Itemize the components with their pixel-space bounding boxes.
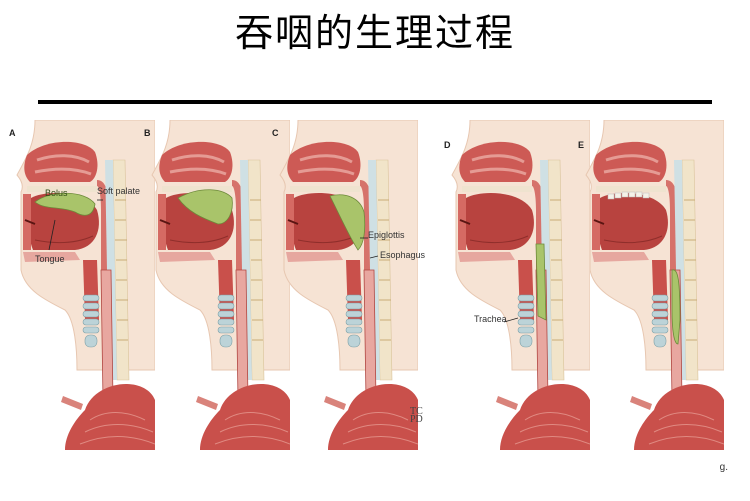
publisher-logo: TC PD: [410, 406, 423, 425]
label-tongue: Tongue: [35, 254, 65, 264]
label-bolus: Bolus: [45, 188, 68, 198]
swallowing-illustration-a: [15, 120, 155, 450]
panel-letter: E: [578, 140, 585, 150]
swallowing-illustration-d: [450, 120, 590, 450]
swallowing-illustration-c: [278, 120, 418, 450]
panel-d: D Trachea: [440, 120, 590, 450]
logo-line-1: TC: [410, 406, 423, 417]
swallowing-illustration-e: [584, 120, 724, 450]
bolus-shape: [671, 269, 681, 345]
bolus-shape: [177, 189, 233, 225]
panel-letter: B: [144, 128, 151, 138]
slide-title: 吞咽的生理过程: [234, 11, 515, 55]
title-divider: [38, 100, 712, 104]
label-epiglottis: Epiglottis: [368, 230, 405, 240]
bolus-shape: [34, 192, 96, 216]
panel-letter: C: [272, 128, 279, 138]
page-marker: g.: [719, 462, 728, 473]
label-soft-palate: Soft palate: [97, 186, 141, 196]
bolus-shape: [329, 194, 366, 251]
panel-e: E: [574, 120, 724, 450]
swallowing-illustration-b: [150, 120, 290, 450]
label-trachea: Trachea: [474, 314, 507, 324]
logo-line-2: PD: [410, 414, 423, 425]
bolus-shape: [535, 243, 547, 321]
panel-a: A Bolus Soft palate Tongue: [5, 120, 155, 450]
panel-b: B: [140, 120, 290, 450]
label-esophagus: Esophagus: [380, 250, 426, 260]
panel-letter: A: [9, 128, 16, 138]
panel-c: C Epiglottis Esophagus: [268, 120, 425, 450]
panel-letter: D: [444, 140, 451, 150]
